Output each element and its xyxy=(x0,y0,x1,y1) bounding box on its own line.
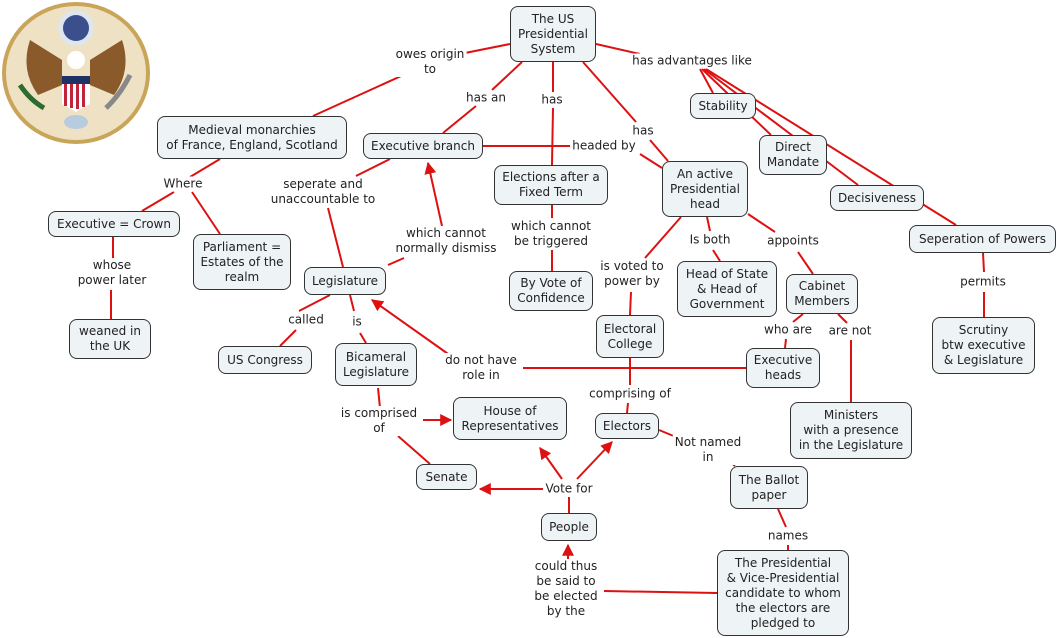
link-label-comprising-of: comprising of xyxy=(587,386,673,402)
link-head-voted xyxy=(644,216,682,259)
node-vote-of-confidence[interactable]: By Vote of Confidence xyxy=(509,271,593,311)
node-seperation-of-powers[interactable]: Seperation of Powers xyxy=(909,225,1056,253)
link-hasan-exec xyxy=(442,105,477,134)
link-whoare-heads xyxy=(784,338,787,349)
node-cabinet-members[interactable]: Cabinet Members xyxy=(786,274,858,314)
link-label-no-role: do not have role in xyxy=(443,353,519,383)
link-called-congress xyxy=(279,329,297,347)
node-bicameral-legislature[interactable]: Bicameral Legislature xyxy=(335,343,417,386)
link-head-appoints xyxy=(747,213,776,233)
link-label-cannot-dismiss: which cannot normally dismiss xyxy=(393,226,499,256)
node-stability[interactable]: Stability xyxy=(690,93,756,119)
link-label-has-elections: has xyxy=(539,92,565,108)
link-system-adv xyxy=(595,43,641,55)
link-adv-decisive xyxy=(703,68,859,186)
link-label-cannot-trigger: which cannot be triggered xyxy=(509,219,593,249)
link-votefor-house xyxy=(539,447,563,480)
link-norole-leg xyxy=(371,299,452,357)
node-active-presidential-head[interactable]: An active Presidential head xyxy=(662,161,748,217)
link-is-bicameral xyxy=(359,332,367,344)
link-leg-called xyxy=(298,294,331,312)
great-seal-icon xyxy=(2,2,150,144)
link-leg-dismiss xyxy=(387,257,405,266)
link-headed-head xyxy=(639,153,663,169)
link-has2-head xyxy=(649,139,669,162)
link-head-isboth xyxy=(706,216,711,232)
node-head-of-state-government[interactable]: Head of State & Head of Government xyxy=(677,261,777,317)
link-cabinet-arenot xyxy=(837,313,848,324)
link-label-appoints: appoints xyxy=(765,233,821,249)
node-legislature[interactable]: Legislature xyxy=(304,267,386,295)
link-label-has-an: has an xyxy=(464,90,508,106)
link-adv-stability xyxy=(699,68,714,94)
link-medieval-where xyxy=(189,158,221,178)
link-comprising-electors xyxy=(626,402,629,414)
node-us-presidential-system[interactable]: The US Presidential System xyxy=(510,6,596,62)
node-direct-mandate[interactable]: Direct Mandate xyxy=(759,135,827,175)
link-bicameral-comprised xyxy=(377,387,381,409)
link-votefor-electors xyxy=(576,441,613,480)
node-medieval-monarchies[interactable]: Medieval monarchies of France, England, … xyxy=(157,116,347,159)
node-ballot-paper[interactable]: The Ballot paper xyxy=(730,466,808,509)
link-system-hasan xyxy=(491,61,523,91)
link-has1-elections xyxy=(551,107,554,166)
node-executive-crown[interactable]: Executive = Crown xyxy=(48,211,180,237)
link-comprised-senate xyxy=(397,435,431,465)
link-label-is-both: Is both xyxy=(687,232,733,248)
node-executive-heads[interactable]: Executive heads xyxy=(746,348,820,388)
link-label-whose-power: whose power later xyxy=(75,258,149,288)
link-where-parliament xyxy=(191,191,221,235)
link-cabinet-whoare xyxy=(792,313,804,323)
link-dismiss-exec xyxy=(424,161,443,227)
link-candidate-elected xyxy=(603,590,718,594)
node-parliament[interactable]: Parliament = Estates of the realm xyxy=(193,234,291,290)
link-label-called: called xyxy=(286,312,326,328)
node-decisiveness[interactable]: Decisiveness xyxy=(830,185,924,211)
node-executive-branch[interactable]: Executive branch xyxy=(363,133,483,159)
link-label-elected-by: could thus be said to be elected by the xyxy=(532,559,600,619)
link-label-seperate: seperate and unaccountable to xyxy=(268,177,378,207)
node-elections-fixed-term[interactable]: Elections after a Fixed Term xyxy=(494,165,608,205)
link-seperate-leg xyxy=(327,207,344,268)
link-voted-electoral xyxy=(629,291,632,316)
link-label-owes-origin: owes origin to xyxy=(393,47,467,77)
node-ministers-in-legislature[interactable]: Ministers with a presence in the Legisla… xyxy=(790,402,912,459)
node-scrutiny[interactable]: Scrutiny btw executive & Legislature xyxy=(932,317,1035,374)
node-us-congress[interactable]: US Congress xyxy=(218,346,312,374)
link-ballot-names xyxy=(777,508,787,528)
link-system-has2 xyxy=(582,61,637,123)
link-label-headed-by: headed by xyxy=(570,138,638,154)
link-leg-is xyxy=(349,294,355,312)
link-where-crown xyxy=(141,191,175,212)
link-label-advantages: has advantages like xyxy=(630,53,754,69)
link-label-permits: permits xyxy=(958,274,1008,290)
link-label-are-not: are not xyxy=(826,323,874,339)
link-sep-permits xyxy=(982,252,985,273)
link-owes-medieval xyxy=(312,71,411,117)
node-electoral-college[interactable]: Electoral College xyxy=(596,315,664,358)
node-weaned-in-uk[interactable]: weaned in the UK xyxy=(69,319,151,359)
link-label-where: Where xyxy=(161,176,205,192)
node-senate[interactable]: Senate xyxy=(416,464,477,490)
link-appoints-cabinet xyxy=(797,251,814,275)
link-label-vote-for: Vote for xyxy=(543,481,595,497)
link-label-is: is xyxy=(350,314,364,330)
node-people[interactable]: People xyxy=(541,513,597,541)
link-label-who-are: who are xyxy=(762,322,814,338)
node-electors[interactable]: Electors xyxy=(595,413,659,439)
link-label-has-head: has xyxy=(630,123,656,139)
link-isboth-hos xyxy=(712,249,721,262)
link-label-voted-by: is voted to power by xyxy=(598,259,666,289)
link-label-names: names xyxy=(765,528,811,544)
node-presidential-candidate[interactable]: The Presidential & Vice-Presidential can… xyxy=(717,550,849,636)
link-label-not-named: Not named in xyxy=(672,435,744,465)
link-label-comprised-of: is comprised of xyxy=(338,406,420,436)
link-exec-seperate xyxy=(355,158,391,177)
node-house-of-representatives[interactable]: House of Representatives xyxy=(453,397,567,440)
